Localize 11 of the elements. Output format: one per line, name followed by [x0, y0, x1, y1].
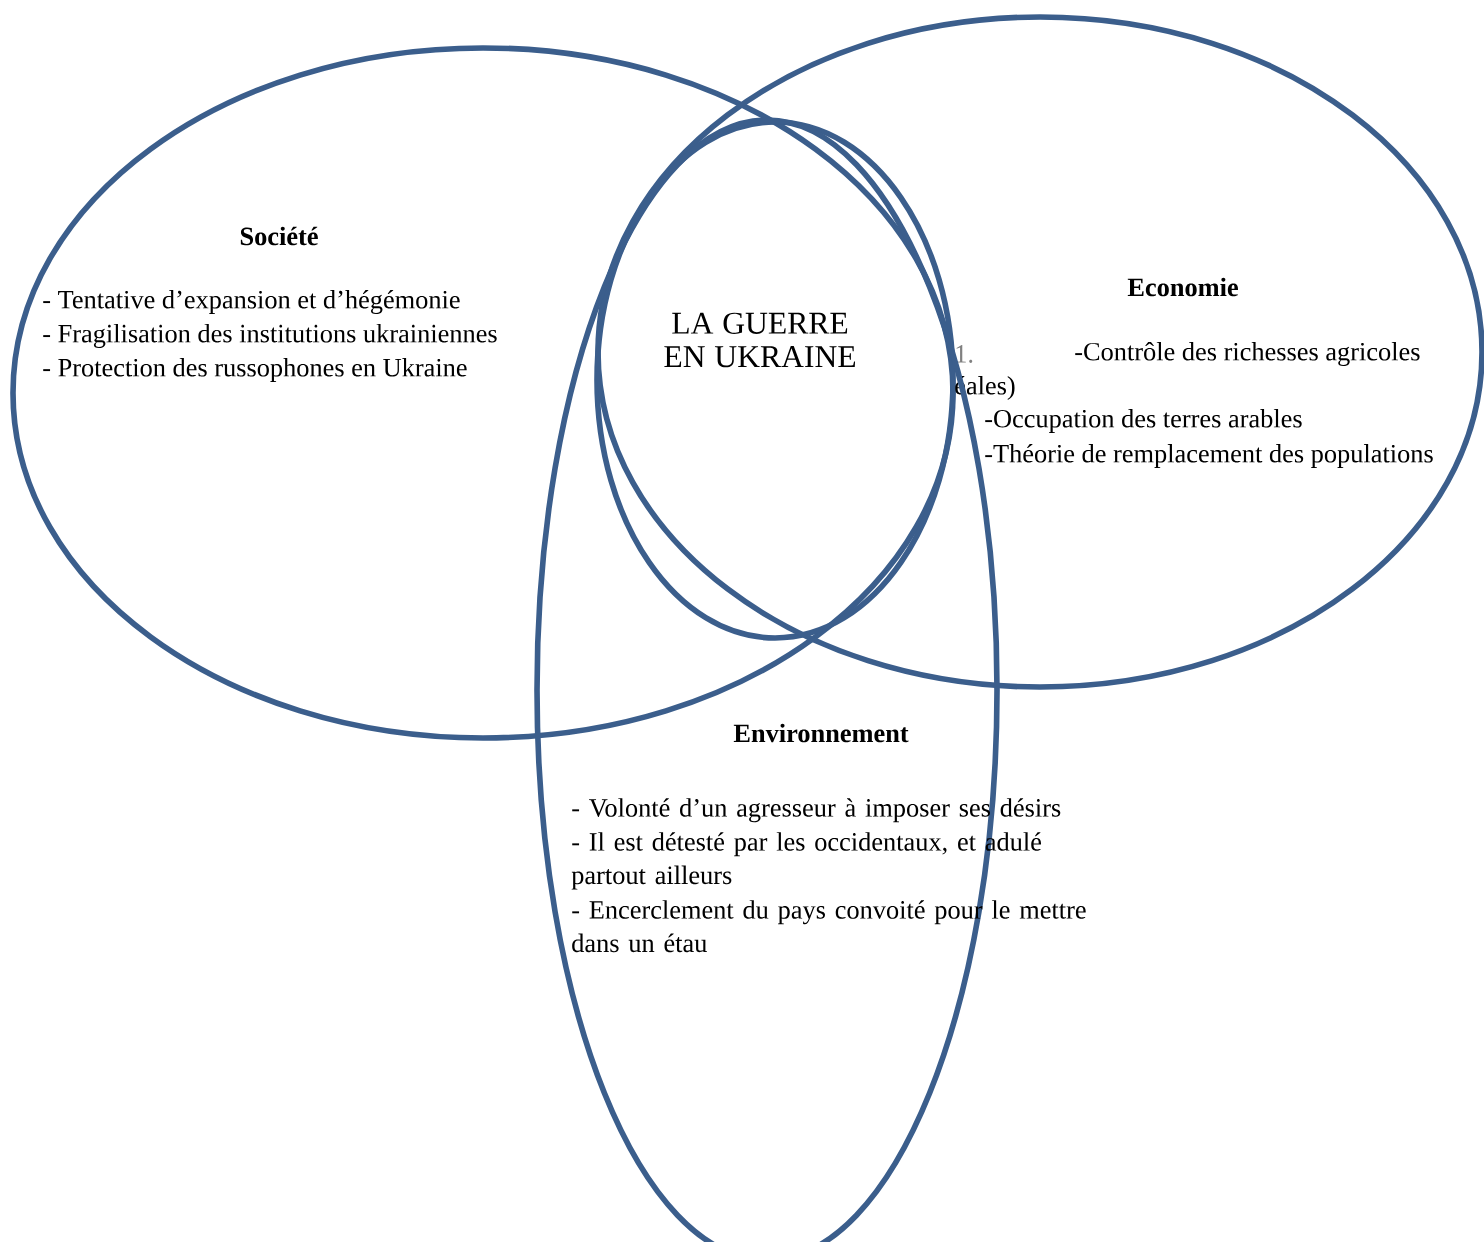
heading: Environnement — [733, 723, 909, 743]
list-item: -Occupation des terres arables — [985, 409, 1302, 433]
list-item: - Tentative d’expansion et d’hégémonie — [43, 290, 460, 314]
heading: Société — [240, 226, 318, 246]
center-title: LA GUERRE EN UKRAINE — [664, 312, 856, 368]
list-number: 1. — [956, 345, 973, 363]
list-item: - Fragilisation des institutions ukrainiennes — [43, 324, 497, 348]
list-item: -Contrôle des richesses agricoles — [1075, 341, 1420, 366]
list-item: - Protection des russophones en Ukraine — [43, 358, 467, 382]
list-item: -Théorie de remplacement des populations — [985, 444, 1433, 468]
heading: Economie — [1127, 277, 1238, 297]
